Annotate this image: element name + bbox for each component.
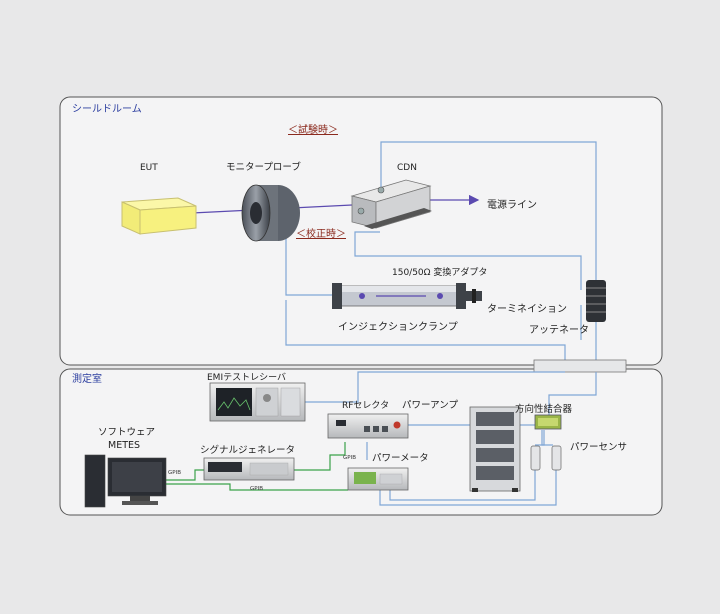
power-amplifier: [469, 406, 521, 492]
power-sensor-label: パワーセンサ: [570, 442, 627, 453]
power-sensor-2: [551, 445, 562, 471]
power-meter: [347, 467, 409, 491]
feedthrough-panel: [533, 359, 627, 373]
power-line-label: 電源ライン: [487, 198, 537, 211]
power-sensor-1: [530, 445, 541, 471]
termination-label: ターミネイション: [487, 303, 567, 315]
injection-clamp-label: インジェクションクランプ: [338, 321, 458, 333]
signal-generator: [203, 457, 295, 481]
power-amp-label: パワーアンプ: [402, 400, 458, 411]
gpib-label-3: GPIB: [343, 455, 356, 461]
directional-coupler-label: 方向性結合器: [515, 403, 573, 415]
signal-generator-label: シグナルジェネレータ: [200, 444, 295, 456]
shield-room: [59, 96, 663, 366]
gpib-wiring: [165, 442, 348, 491]
test-section-label: ＜試験時＞: [288, 123, 338, 136]
emi-receiver-label: EMIテストレシーバ: [207, 372, 286, 383]
attenuator-label: アッテネータ: [529, 324, 589, 336]
termination: [466, 289, 482, 303]
measurement-room-label: 測定室: [72, 372, 102, 385]
shield-room-label: シールドルーム: [72, 103, 142, 115]
cdn-unit: [350, 179, 432, 229]
monitor-probe: [241, 184, 300, 242]
software-label-1: ソフトウェア: [98, 427, 155, 438]
directional-coupler: [534, 414, 562, 430]
emi-receiver: [209, 382, 306, 422]
power-meter-label: パワーメータ: [372, 453, 429, 464]
rf-wiring-measure: [304, 371, 597, 506]
injection-clamp: [332, 283, 466, 309]
eut-box: [121, 197, 197, 235]
pc-workstation: [84, 454, 167, 508]
gpib-label-1: GPIB: [168, 470, 181, 476]
gpib-label-2: GPIB: [250, 486, 263, 492]
eut-label: EUT: [140, 163, 158, 173]
rf-selector-label: RFセレクタ: [342, 400, 389, 411]
rf-selector: [327, 413, 409, 439]
rf-wiring-shield: [285, 141, 597, 366]
adapter-label: 150/50Ω 変換アダプタ: [392, 266, 487, 278]
software-label-2: METES: [108, 440, 140, 451]
calibration-section-label: ＜校正時＞: [296, 227, 346, 240]
monitor-probe-label: モニタープローブ: [226, 161, 301, 173]
attenuator: [586, 280, 606, 322]
cdn-label: CDN: [397, 163, 417, 173]
